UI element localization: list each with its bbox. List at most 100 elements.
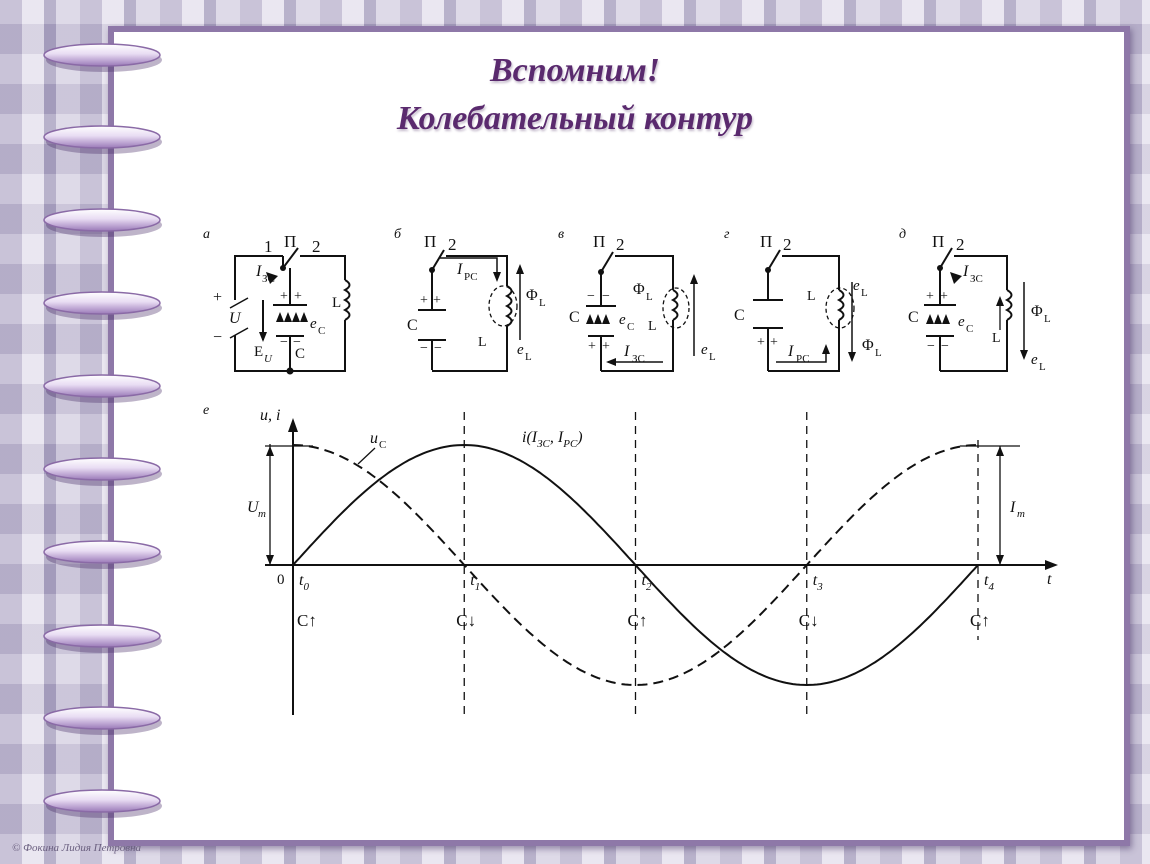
panel-g-current-sub: РС — [796, 353, 810, 365]
panel-d-pos2: 2 — [956, 235, 965, 254]
binder-ring — [43, 374, 162, 403]
panel-d-minus: − — [927, 339, 935, 354]
time-mark-label: t3 — [813, 572, 823, 593]
graph-curves — [292, 443, 979, 687]
panel-b-emf: e — [517, 342, 524, 358]
panel-a-current: I — [255, 263, 262, 280]
panel-v — [586, 251, 695, 372]
panel-v-pos2: 2 — [616, 235, 625, 254]
time-mark-label: t0 — [299, 572, 309, 593]
panel-a-cap: C — [295, 346, 305, 362]
panel-v-emf: e — [701, 342, 708, 358]
binder-ring — [43, 540, 162, 569]
binder-ring — [43, 125, 162, 154]
panel-v-minus: − — [587, 289, 595, 304]
panel-a-emf-source: E — [254, 344, 263, 360]
binder-ring — [43, 457, 162, 486]
slide-card — [108, 26, 1130, 846]
panel-d-flux-sub: L — [1044, 313, 1051, 325]
panel-a-plus: + — [213, 289, 222, 306]
panel-d-letter: д — [899, 227, 906, 242]
panel-g-letter: г — [724, 227, 730, 242]
panel-a-cap-emf: e — [310, 316, 317, 332]
panel-b-current-sub: РС — [464, 271, 478, 283]
panel-b-plus2: + — [433, 293, 441, 308]
panel-g-current: I — [787, 343, 794, 360]
graph-y-axis-label: u, i — [260, 407, 280, 424]
panel-b-flux: Φ — [526, 287, 538, 304]
panel-d-current-sub: ЗС — [970, 273, 983, 285]
panel-b-letter: б — [394, 227, 402, 242]
panel-g-cap: C — [734, 307, 745, 324]
panel-v-flux-sub: L — [646, 291, 653, 303]
graph-letter: е — [203, 403, 209, 418]
panel-v-letter: в — [558, 227, 564, 242]
graph-x-axis-label: t — [1047, 571, 1052, 588]
graph-im-label: I — [1009, 499, 1016, 516]
panel-b-plus: + — [420, 293, 428, 308]
panel-a-source: U — [229, 310, 242, 327]
uc-voltage-curve — [292, 444, 979, 687]
panel-a-switch: П — [284, 232, 296, 251]
panel-d-switch: П — [932, 232, 944, 251]
binder-ring — [43, 706, 162, 735]
panel-b-current: I — [456, 261, 463, 278]
graph-arrowheads — [266, 418, 1058, 570]
graph-i-label: i(IЗС, IРС) — [522, 429, 583, 450]
current-curve — [292, 443, 979, 687]
capacitor-state-label: C↓ — [456, 611, 476, 630]
panel-a-inductor: L — [332, 295, 341, 311]
panel-v-cap-emf: e — [619, 312, 626, 328]
graph-um-label: U — [247, 499, 260, 516]
binder-ring — [43, 43, 162, 72]
panel-d-flux: Φ — [1031, 303, 1043, 320]
panel-v-emf-sub: L — [709, 351, 716, 363]
panel-g-inductor: L — [807, 289, 816, 304]
panel-a-pos1: 1 — [264, 237, 273, 256]
binder-ring — [43, 789, 162, 818]
graph-time-labels: t0C↑t1C↓t2C↑t3C↓t4C↑ — [297, 572, 994, 630]
panel-d-inductor: L — [992, 331, 1001, 346]
panel-v-current-sub: ЗС — [632, 353, 645, 365]
graph-uc-label: u — [370, 430, 378, 447]
panel-v-cap-emf-sub: C — [627, 321, 634, 333]
capacitor-state-label: C↑ — [297, 611, 317, 630]
panel-b-minus: − — [420, 341, 428, 356]
panel-b-inductor: L — [478, 335, 487, 350]
panel-a-plus-top: + — [280, 289, 288, 304]
panel-a-plus-top2: + — [294, 289, 302, 304]
panel-a-dots — [259, 265, 308, 375]
panel-v-minus2: − — [602, 289, 610, 304]
panel-v-plus: + — [588, 339, 596, 354]
notebook-rings — [43, 43, 162, 818]
author-credit: © Фокина Лидия Петровна — [12, 842, 142, 854]
panel-g — [753, 249, 855, 372]
slide-title-line2: Колебательный контур — [396, 100, 754, 137]
panel-d-emf-sub: L — [1039, 361, 1046, 373]
panel-d-plus: + — [926, 289, 934, 304]
time-mark-label: t1 — [470, 572, 480, 593]
panel-a-current-sub: ЗС — [262, 273, 275, 285]
time-mark-label: t2 — [642, 572, 652, 593]
panel-g-switch: П — [760, 232, 772, 251]
capacitor-state-label: C↑ — [970, 611, 990, 630]
panel-g-flux-sub: L — [875, 347, 882, 359]
graph-im-sub: m — [1017, 508, 1025, 520]
panel-g-emf: e — [853, 278, 860, 294]
panel-a-minus-bottom2: − — [293, 335, 301, 350]
capacitor-state-label: C↑ — [628, 611, 648, 630]
capacitor-state-label: C↓ — [799, 611, 819, 630]
panel-b-pos2: 2 — [448, 235, 457, 254]
panel-g-plus: + — [757, 335, 765, 350]
panel-d-cap-emf: e — [958, 314, 965, 330]
panel-b — [418, 249, 521, 372]
panel-g-flux: Φ — [862, 337, 874, 354]
panel-a-cap-emf-sub: C — [318, 325, 325, 337]
panel-g-plus2: + — [770, 335, 778, 350]
panel-a-minus-bottom: − — [280, 335, 288, 350]
panel-a-pos2: 2 — [312, 237, 321, 256]
graph-uc-sub: C — [379, 439, 386, 451]
panel-a-minus: − — [213, 329, 222, 346]
graph-axes — [265, 425, 1050, 715]
